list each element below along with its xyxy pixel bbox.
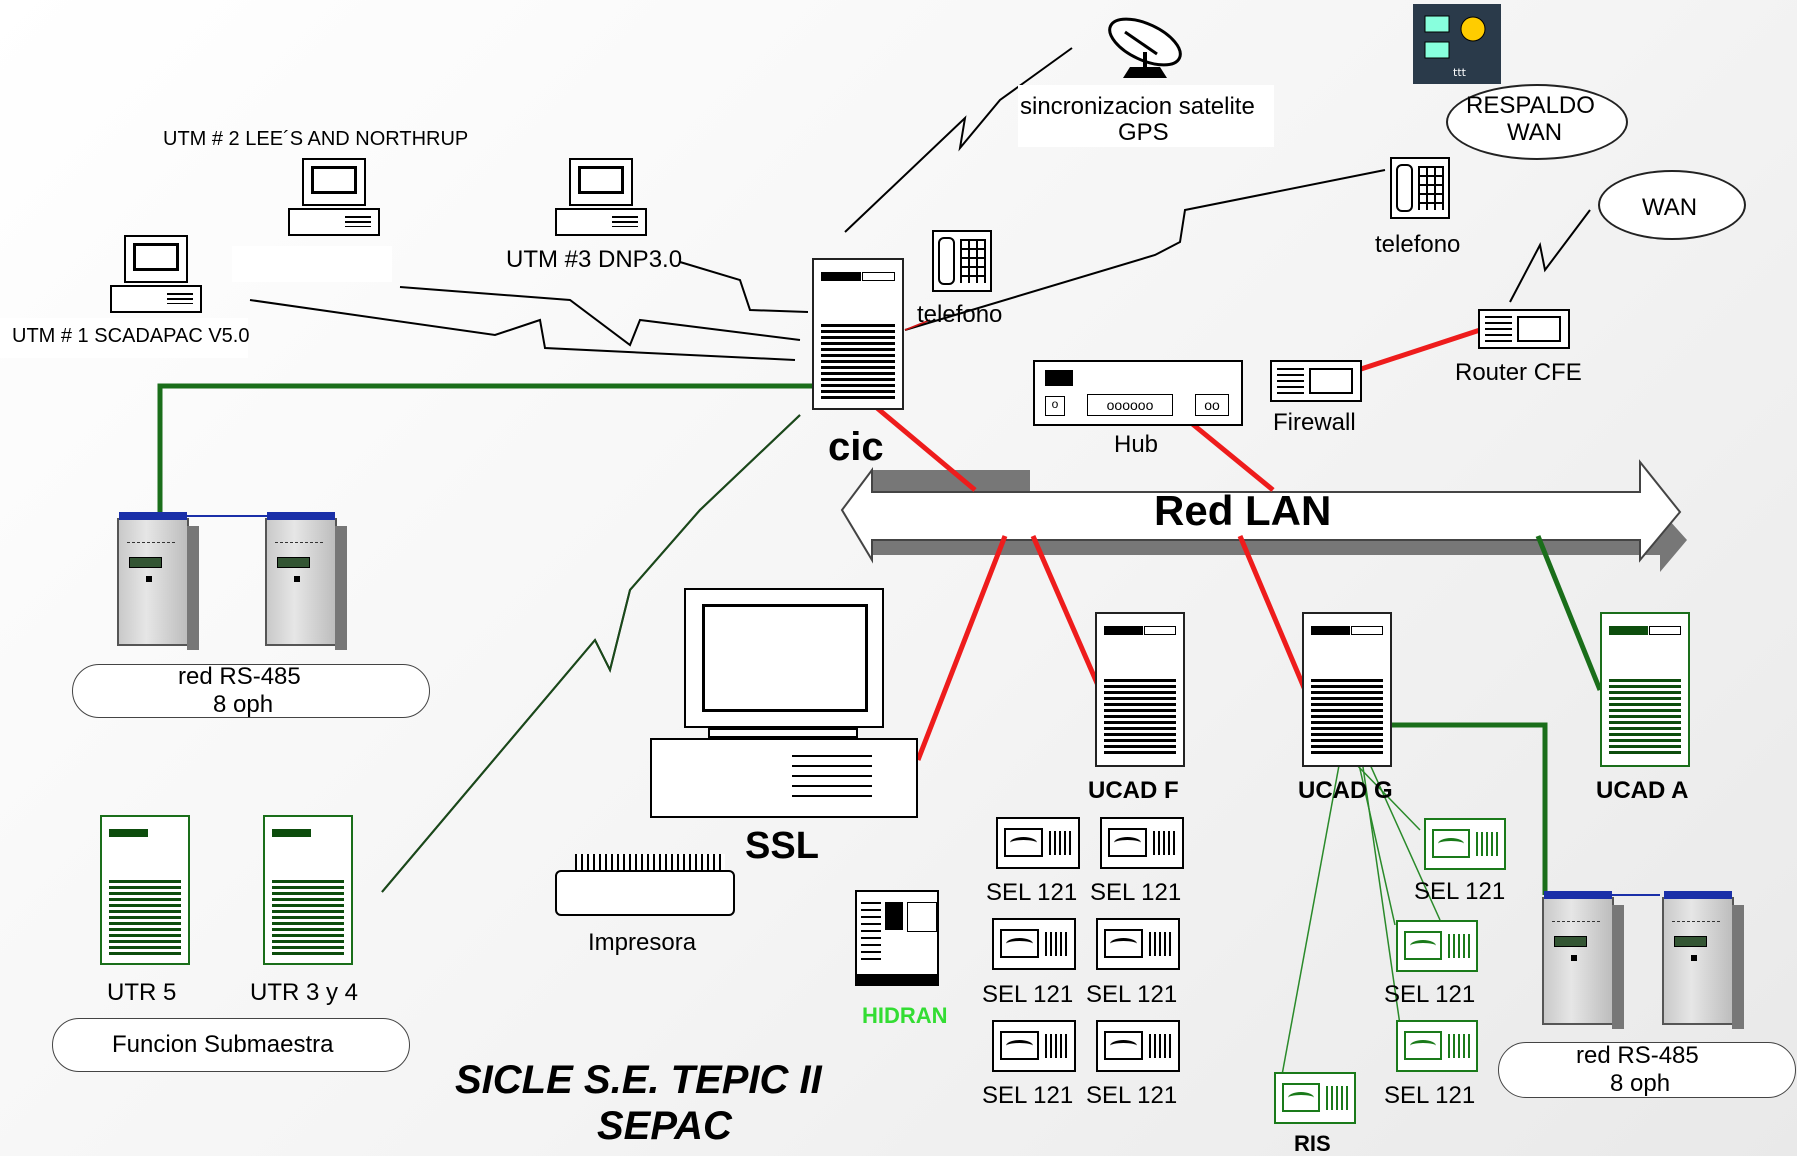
impresora-label: Impresora [588,929,697,956]
sel-label: SEL 121 [982,1082,1074,1109]
hub-ports-2: oo [1195,394,1229,416]
sel-relay-icon [1396,920,1478,972]
utr34-icon [263,815,353,965]
submaestra-group [52,1018,410,1072]
cic-label: cic [828,425,884,469]
lan-label: Red LAN [1154,487,1332,534]
sel-relay-icon [1100,817,1184,869]
ucad-g-server-icon [1302,612,1392,767]
ris-label: RIS [1294,1131,1331,1156]
cabinet-left-2-icon [265,512,347,650]
sel-label: SEL 121 [1384,1082,1476,1109]
utr5-label: UTR 5 [107,979,177,1006]
sel-relay-icon [1096,1020,1180,1072]
sel-label: SEL 121 [1414,878,1506,905]
ucad-f-label: UCAD F [1088,777,1179,804]
satellite-dish-icon [1095,12,1195,80]
utm3-label: UTM #3 DNP3.0 [506,246,683,273]
rs485-left-label: red RS-485 [178,663,301,690]
hidran-icon [855,890,939,986]
hub-label: Hub [1114,431,1159,458]
cic-server-icon [812,258,904,410]
sel-label: SEL 121 [1090,879,1182,906]
sel-label: SEL 121 [982,981,1074,1008]
ucad-f-server-icon [1095,612,1185,767]
rs485-right-group [1498,1042,1796,1098]
hub-icon: o oooooo oo [1033,360,1243,426]
sel-relay-icon [992,918,1076,970]
utm2-label: UTM # 2 LEE´S AND NORTHRUP [163,128,469,150]
printer-icon [555,854,735,918]
utm1-computer-icon [110,235,202,313]
telefono-cic-label: telefono [917,301,1003,328]
gps-label-2: GPS [1118,119,1169,146]
utm1-label: UTM # 1 SCADAPAC V5.0 [12,325,250,347]
sel-relay-icon [1396,1020,1478,1072]
router-label: Router CFE [1455,359,1582,386]
utr34-label: UTR 3 y 4 [250,979,359,1006]
sel-label: SEL 121 [986,879,1078,906]
cabinet-right-2-icon [1662,891,1744,1029]
utm3-computer-icon [555,158,647,236]
gps-label: sincronizacion satelite [1020,93,1255,120]
firewall-label: Firewall [1273,409,1356,436]
utr5-icon [100,815,190,965]
submaestra-label: Funcion Submaestra [112,1031,334,1058]
green-links [157,383,1603,895]
ucad-a-label: UCAD A [1596,777,1689,804]
sel-relay-icon [1096,918,1180,970]
ucad-g-label: UCAD G [1298,777,1393,804]
hub-port: o [1045,396,1065,416]
network-computers-icon: ttt [1413,4,1501,84]
firewall-icon [1270,360,1362,402]
telephone-right-icon [1390,157,1450,219]
utm2-computer-icon [288,158,380,236]
sel-label: SEL 121 [1384,981,1476,1008]
ssl-label: SSL [745,825,819,867]
respaldo-wan-cloud [1446,84,1628,160]
router-icon [1478,309,1570,349]
cabinet-left-1-icon [117,512,199,650]
ris-relay-icon [1274,1072,1356,1124]
ssl-workstation-icon [648,588,920,820]
respaldo-label: RESPALDO [1466,92,1595,119]
cabinet-right-1-icon [1542,891,1624,1029]
diagram-title: SICLE S.E. TEPIC II [455,1058,822,1102]
utm-hidden-label: UTM ... s [248,247,346,274]
rs485-right-label: red RS-485 [1576,1042,1699,1069]
telephone-cic-icon [932,230,992,292]
respaldo-label-2: WAN [1507,119,1563,146]
sel-relay-icon [1424,818,1506,870]
sel-relay-icon [992,1020,1076,1072]
lan-bus [840,459,1687,572]
hidran-label: HIDRAN [862,1003,948,1028]
sel-links [1281,759,1441,1076]
lan-links [875,327,1481,761]
sel-relay-icon [996,817,1080,869]
rs485-left-label-2: 8 oph [213,691,274,718]
svg-text:ttt: ttt [1453,66,1467,79]
rs485-right-label-2: 8 oph [1610,1070,1671,1097]
wan-label: WAN [1642,194,1698,221]
telefono-right-label: telefono [1375,231,1461,258]
rs485-left-group [72,664,430,718]
sel-label: SEL 121 [1086,1082,1178,1109]
diagram-title-2: SEPAC [597,1104,732,1148]
ucad-a-server-icon [1600,612,1690,767]
sel-label: SEL 121 [1086,981,1178,1008]
wan-cloud [1598,170,1746,240]
hub-ports: oooooo [1087,394,1173,416]
